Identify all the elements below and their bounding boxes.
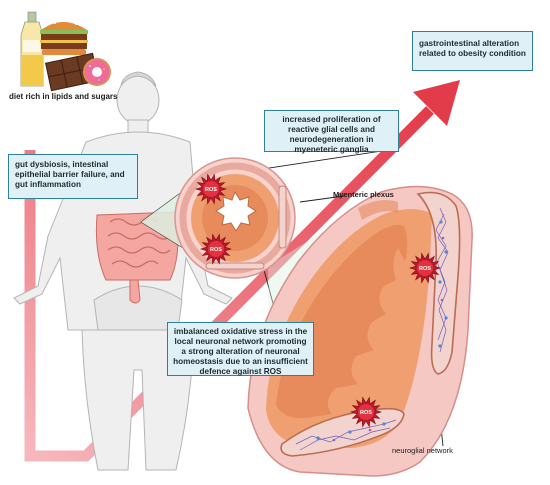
obesity-box: gastrointestinal alteration related to o… <box>412 31 533 71</box>
intestine-cross-section <box>174 157 296 279</box>
progression-arrow <box>24 80 460 462</box>
burger-icon <box>40 19 88 55</box>
donut-icon <box>83 58 111 86</box>
oxidative-stress-box: imbalanced oxidative stress in the local… <box>167 322 314 376</box>
ros-label: ROS <box>360 410 372 416</box>
ros-label: ROS <box>210 247 222 253</box>
ros-burst-icon: ROS <box>200 233 232 265</box>
glial-box: increased proliferation of reactive glia… <box>264 110 399 154</box>
ros-burst-icon: ROS <box>350 396 382 428</box>
ros-label: ROS <box>205 187 217 193</box>
neuroglial-network-label: neuroglial network <box>392 446 453 455</box>
ros-label: ROS <box>419 266 431 272</box>
bottle-icon <box>20 11 44 87</box>
dysbiosis-box: gut dysbiosis, intestinal epithelial bar… <box>8 154 138 199</box>
ros-burst-icon: ROS <box>409 252 441 284</box>
ros-burst-icon: ROS <box>195 173 227 205</box>
diet-label: diet rich in lipids and sugars <box>9 92 118 101</box>
food-cluster <box>20 11 111 92</box>
myenteric-plexus-label: Myenteric plexus <box>333 190 394 199</box>
